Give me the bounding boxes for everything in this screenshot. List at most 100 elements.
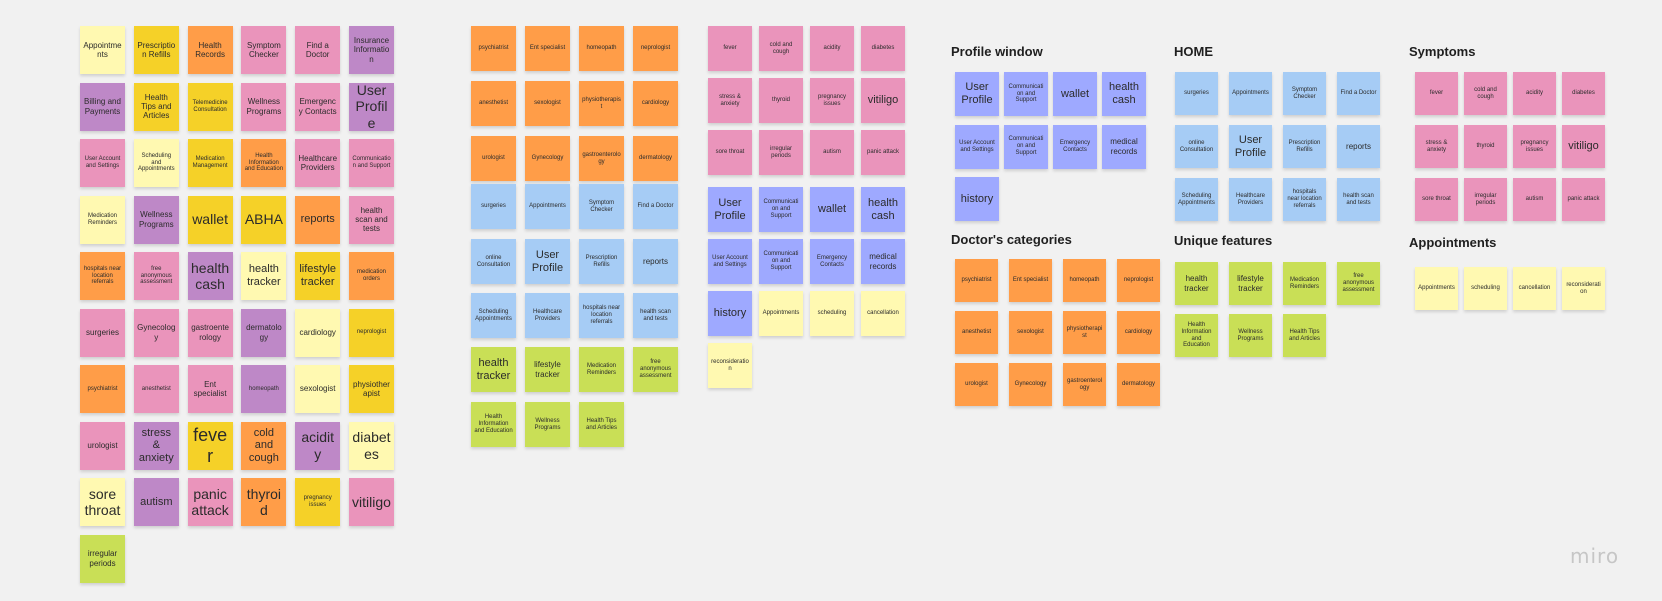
sticky-note-vitiligo[interactable]: vitiligo — [861, 78, 905, 123]
sticky-note-emergency-contacts[interactable]: Emergency Contacts — [295, 82, 341, 131]
sticky-note-surgeries[interactable]: surgeries — [1175, 72, 1218, 115]
sticky-note-scheduling[interactable]: scheduling — [810, 291, 854, 336]
frame-title-home[interactable]: HOME — [1174, 44, 1213, 59]
sticky-note-acidity[interactable]: acidity — [810, 26, 854, 71]
sticky-note-symptom-checker[interactable]: Symptom Checker — [241, 26, 287, 74]
sticky-note-online-consultation[interactable]: online Consultation — [1175, 125, 1218, 168]
sticky-note-scheduling[interactable]: scheduling — [1464, 267, 1507, 310]
sticky-note-reconsideration[interactable]: reconsideration — [1562, 267, 1605, 310]
sticky-note-free-anonymous-assessment[interactable]: free anonymous assessment — [133, 252, 179, 300]
sticky-note-neprologist[interactable]: neprologist — [349, 308, 394, 357]
sticky-note-neprologist[interactable]: neprologist — [1117, 259, 1160, 302]
sticky-note-cardiology[interactable]: cardiology — [1117, 311, 1160, 354]
sticky-note-medical-records[interactable]: medical records — [861, 239, 905, 284]
sticky-note-symptom-checker[interactable]: Symptom Checker — [579, 184, 624, 229]
frame-title-doctors-categories[interactable]: Doctor's categories — [951, 232, 1072, 247]
sticky-note-wellness-programs[interactable]: Wellness Programs — [133, 195, 179, 244]
sticky-note-find-a-doctor[interactable]: Find a Doctor — [633, 184, 678, 229]
sticky-note-health-tips-and-articles[interactable]: Health Tips and Articles — [579, 402, 624, 447]
sticky-note-urologist[interactable]: urologist — [80, 421, 125, 470]
sticky-note-sexologist[interactable]: sexologist — [295, 365, 341, 413]
sticky-note-user-profile[interactable]: User Profile — [708, 187, 752, 232]
sticky-note-history[interactable]: history — [955, 177, 999, 221]
sticky-note-user-account-and-settings[interactable]: User Account and Settings — [80, 139, 125, 187]
sticky-note-acidity[interactable]: acidity — [1513, 72, 1556, 115]
sticky-note-user-account-and-settings[interactable]: User Account and Settings — [955, 124, 999, 169]
sticky-note-stress-anxiety[interactable]: stress & anxiety — [1415, 125, 1458, 168]
sticky-note-user-profile[interactable]: User Profile — [955, 72, 999, 116]
sticky-note-autism[interactable]: autism — [133, 478, 179, 526]
sticky-note-healthcare-providers[interactable]: Healthcare Providers — [1229, 178, 1272, 221]
frame-title-profile-window[interactable]: Profile window — [951, 44, 1043, 59]
sticky-note-physiotherapist[interactable]: physiotherapist — [1063, 311, 1106, 354]
sticky-note-cancellation[interactable]: cancellation — [1513, 267, 1556, 310]
sticky-note-appointments[interactable]: Appointments — [525, 184, 570, 229]
sticky-note-reports[interactable]: reports — [295, 195, 341, 244]
sticky-note-prescription-refills[interactable]: Prescription Refills — [579, 239, 624, 284]
sticky-note-wellness-programs[interactable]: Wellness Programs — [525, 402, 570, 447]
sticky-note-surgeries[interactable]: surgeries — [80, 308, 125, 357]
sticky-note-sexologist[interactable]: sexologist — [525, 81, 570, 126]
sticky-note-stress-anxiety[interactable]: stress & anxiety — [133, 421, 179, 470]
sticky-note-health-cash[interactable]: health cash — [187, 252, 233, 300]
sticky-note-health-scan-and-tests[interactable]: health scan and tests — [349, 195, 394, 244]
sticky-note-urologist[interactable]: urologist — [955, 363, 998, 406]
sticky-note-fever[interactable]: fever — [1415, 72, 1458, 115]
sticky-note-sore-throat[interactable]: sore throat — [80, 478, 125, 526]
sticky-note-communication-and-support[interactable]: Communication and Support — [1004, 72, 1048, 116]
sticky-note-billing-and-payments[interactable]: Billing and Payments — [80, 82, 125, 131]
sticky-note-irregular-periods[interactable]: irregular periods — [1464, 178, 1507, 221]
sticky-note-surgeries[interactable]: surgeries — [471, 184, 516, 229]
sticky-note-vitiligo[interactable]: vitiligo — [1562, 125, 1605, 168]
sticky-note-history[interactable]: history — [708, 291, 752, 336]
sticky-note-user-account-and-settings[interactable]: User Account and Settings — [708, 239, 752, 284]
sticky-note-scheduling-and-appointments[interactable]: Scheduling and Appointments — [133, 139, 179, 187]
sticky-note-homeopath[interactable]: homeopath — [241, 365, 287, 413]
sticky-note-health-tips-and-articles[interactable]: Health Tips and Articles — [133, 82, 179, 131]
sticky-note-gynecology[interactable]: Gynecology — [525, 136, 570, 181]
sticky-note-irregular-periods[interactable]: irregular periods — [80, 534, 125, 583]
sticky-note-urologist[interactable]: urologist — [471, 136, 516, 181]
sticky-note-medication-reminders[interactable]: Medication Reminders — [579, 347, 624, 392]
sticky-note-gynecology[interactable]: Gynecology — [133, 308, 179, 357]
sticky-note-appointments[interactable]: Appointments — [1229, 72, 1272, 115]
sticky-note-communication-and-support[interactable]: Communication and Support — [349, 139, 394, 187]
sticky-note-thyroid[interactable]: thyroid — [759, 78, 803, 123]
sticky-note-medication-management[interactable]: Medication Management — [187, 139, 233, 187]
sticky-note-reports[interactable]: reports — [633, 239, 678, 284]
sticky-note-diabetes[interactable]: diabetes — [861, 26, 905, 71]
sticky-note-health-tips-and-articles[interactable]: Health Tips and Articles — [1283, 314, 1326, 357]
sticky-note-communication-and-support[interactable]: Communication and Support — [1004, 124, 1048, 169]
sticky-note-acidity[interactable]: acidity — [295, 421, 341, 470]
sticky-note-find-a-doctor[interactable]: Find a Doctor — [1337, 72, 1380, 115]
sticky-note-health-tracker[interactable]: health tracker — [471, 347, 516, 392]
sticky-note-hospitals-near-location-referrals[interactable]: hospitals near location referrals — [579, 293, 624, 338]
sticky-note-find-a-doctor[interactable]: Find a Doctor — [295, 26, 341, 74]
sticky-note-emergency-contacts[interactable]: Emergency Contacts — [1053, 124, 1097, 169]
sticky-note-stress-anxiety[interactable]: stress & anxiety — [708, 78, 752, 123]
sticky-note-vitiligo[interactable]: vitiligo — [349, 478, 394, 526]
sticky-note-healthcare-providers[interactable]: Healthcare Providers — [295, 139, 341, 187]
sticky-note-diabetes[interactable]: diabetes — [1562, 72, 1605, 115]
sticky-note-autism[interactable]: autism — [810, 130, 854, 175]
sticky-note-diabetes[interactable]: diabetes — [349, 421, 394, 470]
sticky-note-dermatology[interactable]: dermatology — [633, 136, 678, 181]
sticky-note-wellness-programs[interactable]: Wellness Programs — [241, 82, 287, 131]
sticky-note-psychiatrist[interactable]: psychiatrist — [955, 259, 998, 302]
sticky-note-dermatology[interactable]: dermatology — [1117, 363, 1160, 406]
sticky-note-health-scan-and-tests[interactable]: health scan and tests — [633, 293, 678, 338]
sticky-note-prescription-refills[interactable]: Prescription Refills — [133, 26, 179, 74]
sticky-note-autism[interactable]: autism — [1513, 178, 1556, 221]
sticky-note-panic-attack[interactable]: panic attack — [1562, 178, 1605, 221]
sticky-note-pregnancy-issues[interactable]: pregnancy issues — [810, 78, 854, 123]
sticky-note-thyroid[interactable]: thyroid — [1464, 125, 1507, 168]
sticky-note-hospitals-near-location-referrals[interactable]: hospitals near location referrals — [80, 252, 125, 300]
sticky-note-anesthetist[interactable]: anesthetist — [955, 311, 998, 354]
sticky-note-medical-records[interactable]: medical records — [1102, 124, 1146, 169]
sticky-note-health-records[interactable]: Health Records — [187, 26, 233, 74]
sticky-note-free-anonymous-assessment[interactable]: free anonymous assessment — [1337, 262, 1380, 305]
sticky-note-health-information-and-education[interactable]: Health Information and Education — [1175, 314, 1218, 357]
sticky-note-user-profile[interactable]: User Profile — [525, 239, 570, 284]
sticky-note-wallet[interactable]: wallet — [1053, 72, 1097, 116]
